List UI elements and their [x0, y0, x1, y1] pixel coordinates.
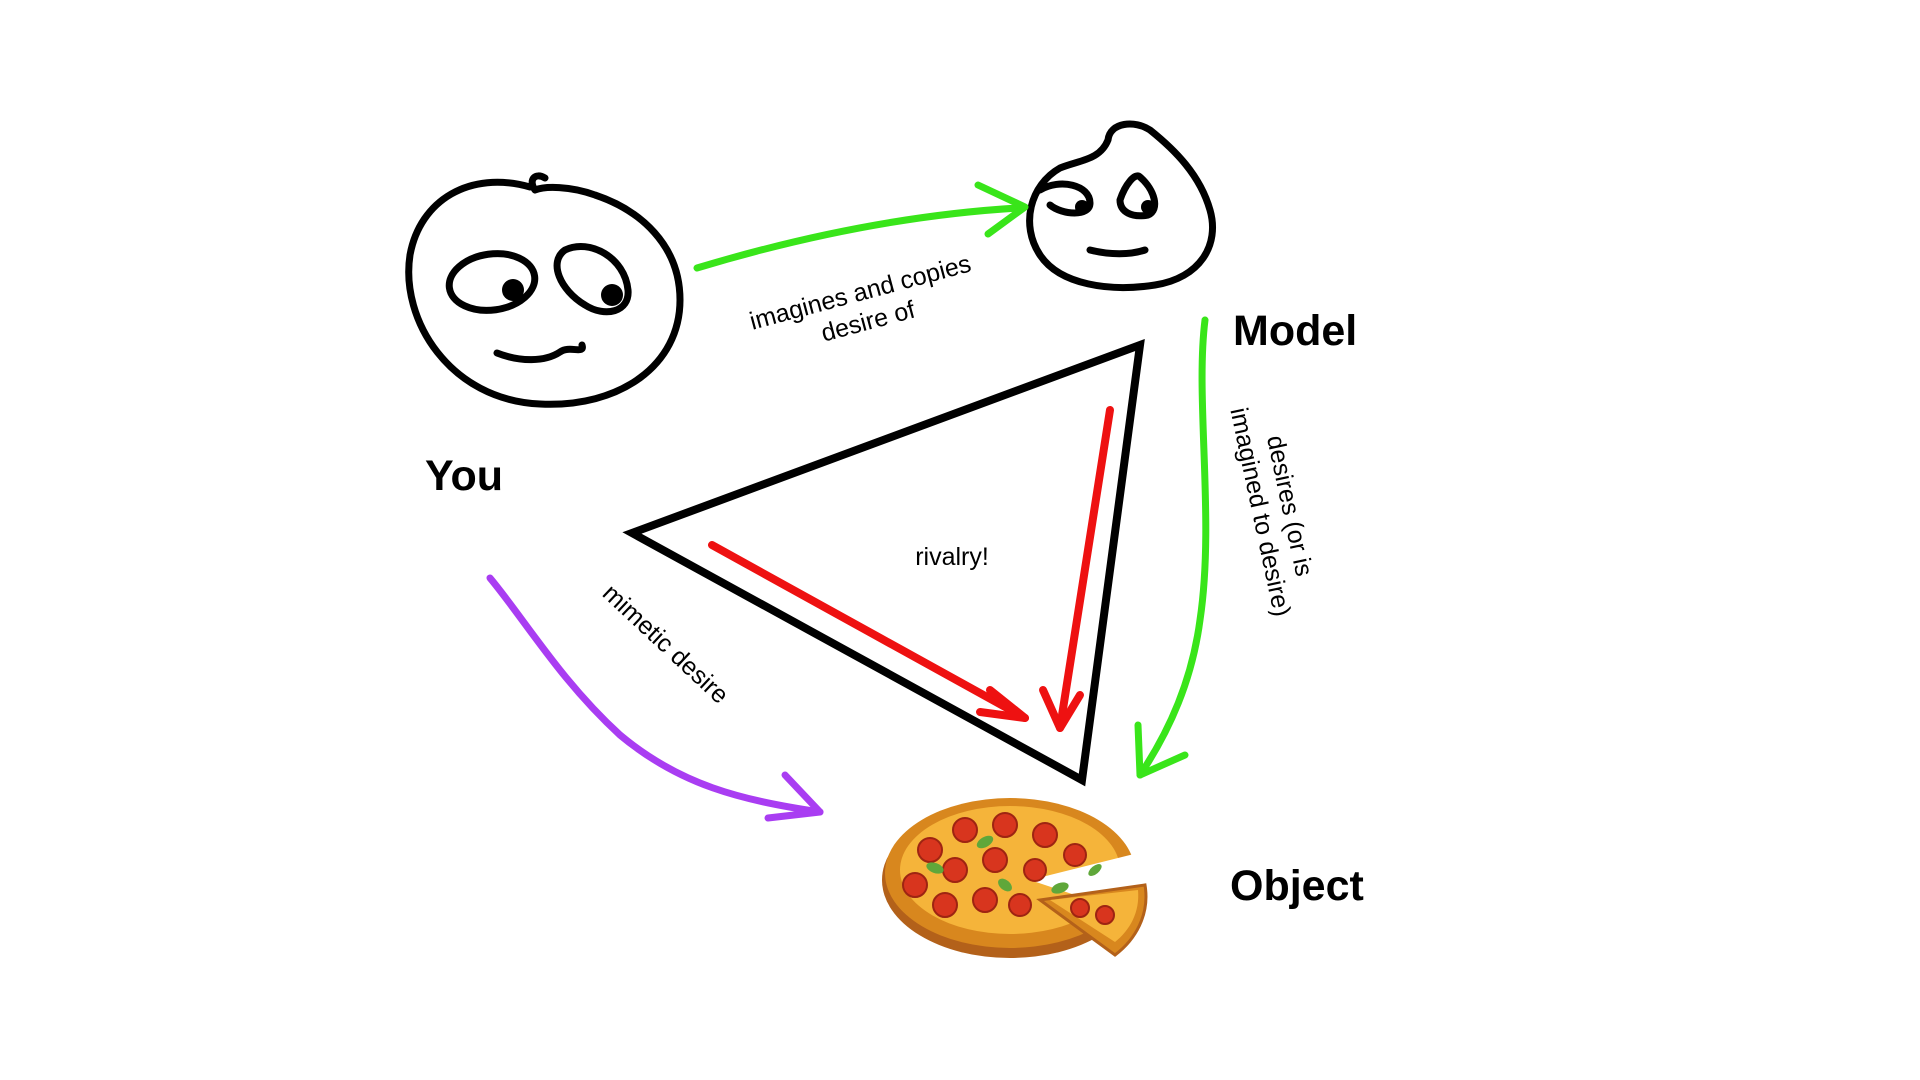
- pizza-icon: [882, 798, 1150, 958]
- model-eye-pupils: [1075, 200, 1155, 214]
- you-label: You: [425, 452, 503, 500]
- rivalry-triangle: [622, 338, 1145, 787]
- desires-label: desires (or is imagined to desire): [1224, 405, 1318, 619]
- rivalry-label: rivalry!: [915, 543, 989, 571]
- model-label: Model: [1233, 307, 1357, 355]
- imagines-arrow: [693, 181, 1029, 272]
- object-label: Object: [1230, 862, 1364, 910]
- desires-arrow: [1134, 316, 1210, 779]
- model-face-icon: [1026, 120, 1217, 291]
- mimetic-desire-label: mimetic desire: [597, 579, 734, 709]
- mimetic-desire-arrow: [486, 574, 824, 822]
- you-eye-pupils: [502, 279, 623, 306]
- rivalry-arrow-left: [708, 541, 1029, 722]
- rivalry-arrow-right: [1039, 406, 1114, 732]
- imagines-label: imagines and copies desire of: [747, 250, 974, 348]
- you-face-icon: [405, 172, 684, 408]
